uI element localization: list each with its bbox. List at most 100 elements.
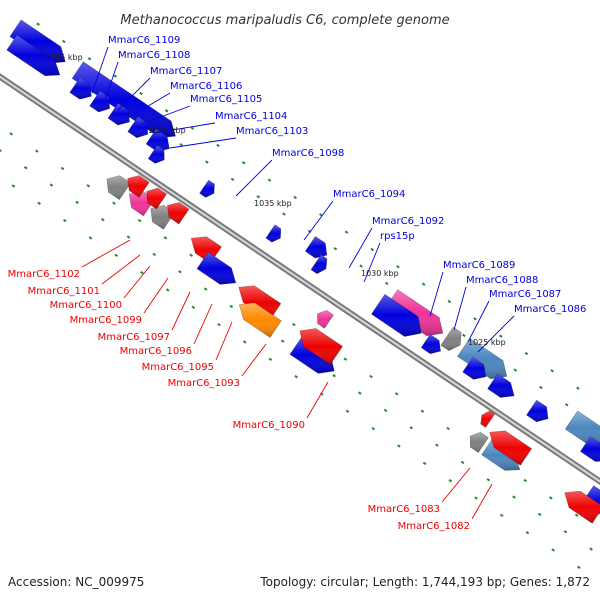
gene-arrow-shade — [487, 373, 515, 398]
scale-tick — [513, 368, 518, 372]
scale-tick — [189, 253, 193, 257]
leader-line — [453, 286, 467, 331]
leader-line — [348, 227, 373, 269]
scale-tick — [75, 200, 79, 205]
scale-tick — [549, 496, 553, 500]
gene-label: MmarC6_1086 — [514, 304, 586, 315]
gene-arrow-shade — [371, 294, 422, 337]
leader-line — [171, 291, 191, 331]
scale-tick — [205, 160, 209, 164]
leader-line — [127, 92, 171, 119]
scale-tick — [267, 178, 272, 182]
leader-line — [215, 321, 233, 361]
gene-arrow-shade — [72, 61, 176, 138]
scale-tick — [113, 74, 118, 78]
scale-tick — [383, 408, 388, 413]
scale-tick — [420, 409, 425, 413]
gene-label: MmarC6_1095 — [142, 362, 214, 373]
leader-line — [429, 271, 444, 317]
scale-tick — [62, 39, 66, 44]
gene-arrow-shade — [299, 328, 343, 365]
gene-arrow-shade — [146, 129, 170, 152]
scale-tick — [179, 143, 183, 147]
leader-line — [103, 61, 119, 104]
scale-tick — [447, 299, 452, 304]
gene-arrow-shade — [127, 175, 150, 198]
scale-tick — [370, 247, 375, 252]
scale-tick — [256, 195, 261, 199]
scale-tick — [112, 201, 116, 205]
scale-tick — [229, 304, 234, 309]
gene-arrow-shade — [108, 103, 130, 125]
gene-label: MmarC6_1089 — [443, 260, 515, 271]
leader-line — [153, 122, 216, 134]
tick-label: 1030 kbp — [361, 269, 399, 278]
tick-label: 1040 kbp — [148, 126, 186, 135]
scale-tick — [63, 218, 67, 223]
accession-text: Accession: NC_009975 — [8, 575, 144, 589]
gene-arrow-shade — [580, 436, 600, 462]
leader-line — [471, 483, 493, 520]
gene-arrow-shade — [457, 338, 507, 379]
scale-tick — [486, 478, 491, 482]
scale-tick — [191, 305, 196, 309]
gene-arrow-shade — [199, 180, 215, 198]
scale-tick — [539, 385, 543, 390]
scale-tick — [550, 369, 554, 373]
leader-line — [169, 137, 237, 149]
gene-label: MmarC6_1100 — [50, 300, 122, 311]
scale-tick — [87, 57, 92, 61]
scale-tick — [163, 236, 168, 240]
tick-label: 1035 kbp — [254, 199, 292, 208]
scale-tick — [293, 195, 297, 200]
gene-label: MmarC6_1103 — [236, 126, 308, 137]
scale-tick — [397, 444, 401, 448]
scale-tick — [460, 460, 465, 465]
scale-tick — [448, 478, 453, 483]
forward-gene-labels: MmarC6_1109MmarC6_1108MmarC6_1107MmarC6_… — [108, 35, 586, 315]
scale-tick — [37, 201, 41, 205]
scale-tick — [137, 218, 142, 223]
leader-line — [193, 303, 213, 345]
scale-tick — [446, 426, 450, 431]
leader-line — [123, 265, 151, 299]
gene-arrow-shade — [481, 439, 520, 471]
scale-tick — [294, 374, 298, 379]
gene-arrow-shade — [148, 145, 165, 164]
scale-tick — [523, 478, 528, 483]
scale-tick — [165, 288, 170, 292]
scale-tick — [126, 235, 131, 239]
gene-label: MmarC6_1108 — [118, 50, 190, 61]
scale-tick — [282, 212, 286, 216]
scale-tick — [190, 126, 195, 130]
scale-tick — [88, 236, 93, 240]
scale-tick — [524, 351, 529, 356]
gene-label: MmarC6_1093 — [168, 378, 240, 389]
scale-tick — [394, 392, 399, 396]
gene-label: MmarC6_1102 — [8, 269, 80, 280]
gene-arrow-shade — [317, 310, 334, 329]
scale-tick — [178, 270, 182, 274]
scale-tick — [551, 548, 555, 552]
gene-label: MmarC6_1105 — [190, 94, 262, 105]
scale-tick — [512, 495, 516, 499]
scale-tick — [216, 143, 220, 148]
genome-summary-text: Topology: circular; Length: 1,744,193 bp… — [259, 575, 590, 589]
gene-label: MmarC6_1107 — [150, 66, 222, 77]
gene-arrow-shade — [462, 357, 486, 380]
scale-tick — [358, 391, 362, 395]
scale-tick — [139, 91, 143, 96]
scale-tick — [292, 322, 296, 327]
tick-label: 1025 kbp — [468, 338, 506, 347]
tick-label: 1045 kbp — [45, 53, 83, 62]
gene-label: MmarC6_1096 — [120, 346, 192, 357]
scale-tick — [422, 461, 427, 465]
scale-tick — [217, 322, 221, 327]
leader-line — [303, 200, 334, 241]
scale-tick — [577, 565, 581, 570]
scale-tick — [35, 149, 39, 153]
leader-line — [363, 242, 381, 283]
scale-tick — [498, 334, 503, 338]
